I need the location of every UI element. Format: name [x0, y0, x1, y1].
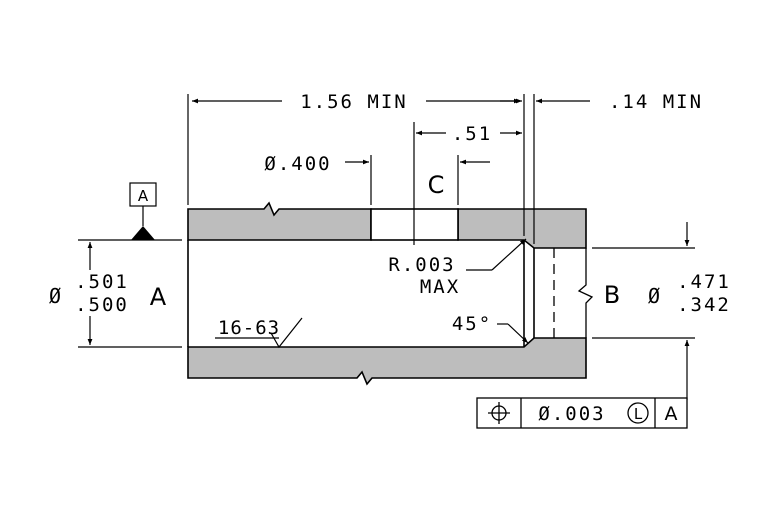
feature-control-frame: Ø.003 L A: [476, 397, 688, 429]
part-section: [187, 201, 587, 386]
surface-finish: 16-63: [218, 317, 280, 339]
dim-hole-diameter: Ø.400: [264, 153, 331, 175]
radius-max: MAX: [420, 276, 460, 298]
bore-dia-prefix: Ø: [49, 284, 61, 308]
dim-overall-length: 1.56 MIN: [300, 91, 408, 113]
dim-counterbore: .14 MIN: [609, 91, 703, 113]
bore-dia-upper: .501: [75, 271, 129, 293]
step-dia-prefix: Ø: [648, 284, 660, 308]
step-break: [553, 248, 594, 338]
bore-dia-lower: .500: [75, 294, 129, 316]
chamfer-angle: 45°: [452, 313, 492, 335]
datum-a-symbol: A: [129, 182, 157, 240]
step-dia-lower: .342: [677, 294, 731, 316]
bore-dia-datum: A: [150, 283, 167, 311]
fcf-modifier: L: [634, 405, 643, 423]
datum-a-label: A: [138, 187, 149, 205]
step-dia-upper: .471: [677, 271, 731, 293]
fcf-datum: A: [665, 403, 678, 425]
fcf-tolerance: Ø.003: [538, 403, 605, 425]
dimension-lines: [78, 94, 695, 400]
dim-hole-offset: .51: [452, 123, 492, 145]
top-wall-left: [187, 201, 372, 241]
radius-callout: R.003: [388, 254, 455, 276]
lmc-modifier-icon: [627, 402, 649, 424]
bottom-wall: [187, 337, 587, 386]
step-label-b: B: [604, 281, 620, 309]
section-label-c: C: [428, 171, 445, 199]
position-icon: [488, 402, 510, 424]
